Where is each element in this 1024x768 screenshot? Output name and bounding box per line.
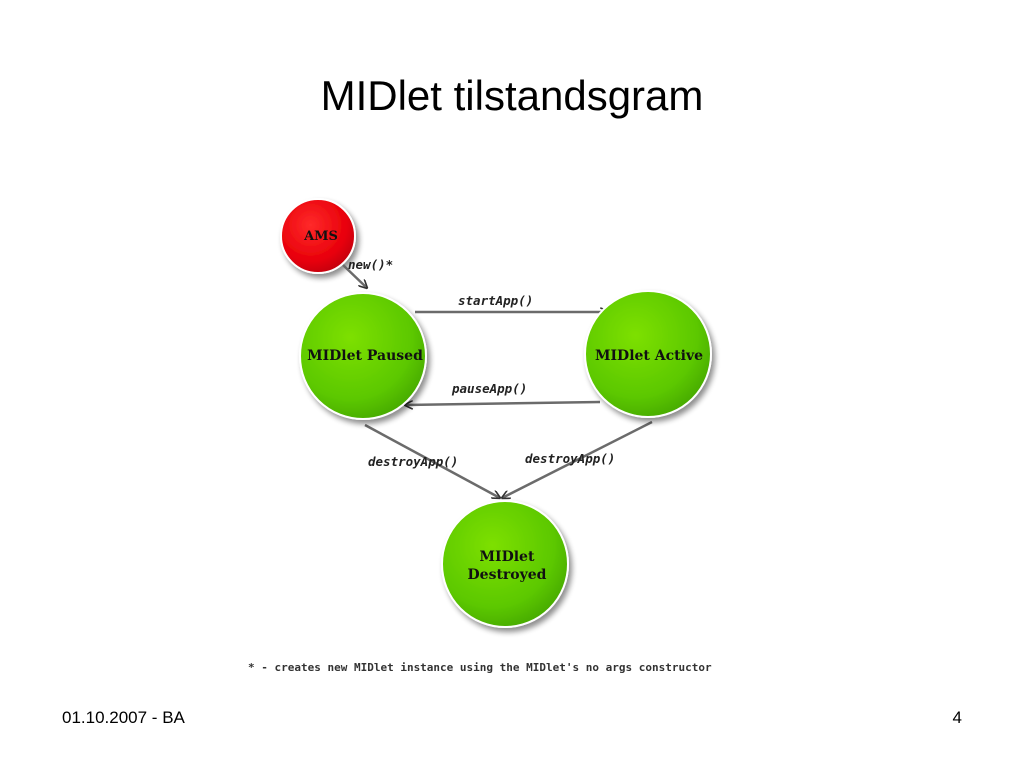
- edge-label-destroy-from-paused: destroyApp(): [368, 454, 458, 469]
- ams-label: AMS: [303, 229, 338, 244]
- state-destroyed-label-line1: MIDlet: [480, 549, 535, 565]
- edge-label-start: startApp(): [458, 293, 533, 308]
- edge-label-destroy-from-active: destroyApp(): [525, 451, 615, 466]
- edge-destroy-from-active: [502, 420, 653, 498]
- state-active-label: MIDlet Active: [595, 348, 703, 364]
- state-active: MIDlet Active: [584, 290, 712, 418]
- state-paused: MIDlet Paused: [299, 292, 427, 420]
- edge-destroy-from-paused: [364, 423, 500, 498]
- footer-page-number: 4: [952, 708, 962, 727]
- edge-pause: [405, 402, 601, 405]
- edge-label-new: new()*: [348, 257, 393, 272]
- edge-label-pause: pauseApp(): [451, 381, 527, 396]
- state-paused-label: MIDlet Paused: [307, 348, 423, 364]
- ams-node: AMS: [280, 198, 356, 274]
- edge-new: [342, 264, 367, 288]
- footer-date-author: 01.10.2007 - BA: [62, 708, 185, 727]
- state-destroyed: MIDlet Destroyed: [441, 500, 569, 628]
- diagram-footnote: * - creates new MIDlet instance using th…: [248, 661, 712, 674]
- slide-title: MIDlet tilstandsgram: [320, 72, 704, 119]
- state-destroyed-label-line2: Destroyed: [468, 567, 547, 583]
